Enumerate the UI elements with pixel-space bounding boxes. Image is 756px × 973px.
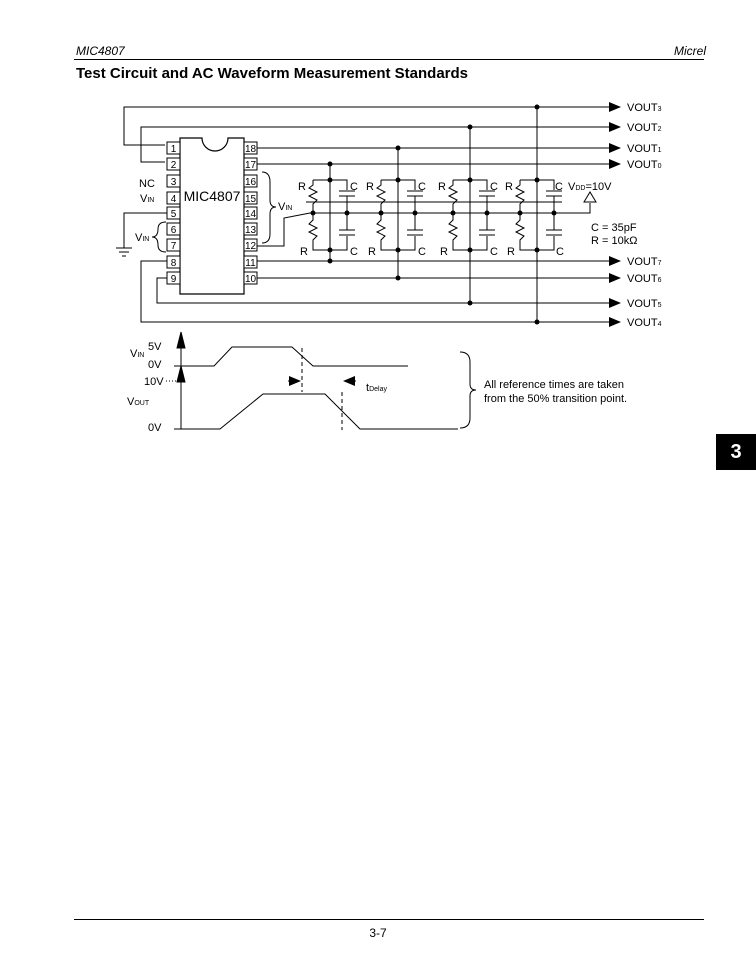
pin-15: 15 bbox=[245, 194, 257, 205]
r-label-bottom-1: R bbox=[300, 246, 308, 258]
level-0v-in: 0V bbox=[148, 359, 162, 371]
page-number: 3-7 bbox=[369, 926, 387, 940]
vout0-label: VOUT0 bbox=[627, 159, 662, 171]
level-10v: 10V bbox=[144, 376, 164, 388]
pin-16: 16 bbox=[245, 177, 257, 188]
pin-13: 13 bbox=[245, 225, 257, 236]
c-label-bottom-3: C bbox=[490, 246, 498, 258]
r-label-bottom-4: R bbox=[507, 246, 515, 258]
header-rule bbox=[74, 59, 704, 60]
vout2-label: VOUT2 bbox=[627, 122, 662, 134]
pin-11: 11 bbox=[245, 258, 256, 269]
pin-3: 3 bbox=[171, 177, 177, 188]
output-labels: VOUT3 VOUT2 VOUT1 VOUT0 VOUT7 VOUT6 VOUT… bbox=[627, 102, 662, 329]
c-label-top-3: C bbox=[490, 181, 498, 193]
header-part-number: MIC4807 bbox=[76, 44, 125, 58]
vin-pin4-label: VIN bbox=[140, 193, 154, 205]
pins-right: 18 17 16 15 14 13 12 11 10 bbox=[243, 141, 258, 285]
r-label-bottom-2: R bbox=[368, 246, 376, 258]
tdelay-label: tDelay bbox=[366, 382, 387, 394]
section-title: Test Circuit and AC Waveform Measurement… bbox=[76, 65, 469, 82]
r-value: R = 10kΩ bbox=[591, 235, 637, 247]
chip: MIC4807 bbox=[179, 137, 245, 295]
r-label-top-2: R bbox=[366, 181, 374, 193]
level-0v-out: 0V bbox=[148, 422, 162, 434]
vdd-label: VDD=10V bbox=[568, 181, 612, 193]
vin-pin67-label: VIN bbox=[135, 232, 149, 244]
pin-8: 8 bbox=[171, 258, 177, 269]
c-value: C = 35pF bbox=[591, 222, 637, 234]
pin-12: 12 bbox=[245, 241, 257, 252]
pin-1: 1 bbox=[171, 144, 177, 155]
pin-5: 5 bbox=[171, 209, 177, 220]
wave-vin-label: VIN bbox=[130, 348, 144, 360]
c-label-top-1: C bbox=[350, 181, 358, 193]
pin-7: 7 bbox=[171, 241, 177, 252]
pin-6: 6 bbox=[171, 225, 177, 236]
vout7-label: VOUT7 bbox=[627, 256, 662, 268]
r-label-top-1: R bbox=[298, 181, 306, 193]
junction-dots bbox=[310, 104, 557, 325]
pin-2: 2 bbox=[171, 160, 177, 171]
nc-label: NC bbox=[139, 178, 155, 190]
vout1-label: VOUT1 bbox=[627, 143, 662, 155]
level-5v: 5V bbox=[148, 341, 162, 353]
c-label-top-2: C bbox=[418, 181, 426, 193]
vout5-label: VOUT5 bbox=[627, 298, 662, 310]
section-tab: 3 bbox=[716, 434, 756, 470]
footer-rule bbox=[74, 919, 704, 920]
pin-9: 9 bbox=[171, 274, 177, 285]
pin-14: 14 bbox=[245, 209, 257, 220]
vout4-label: VOUT4 bbox=[627, 317, 662, 329]
r-label-top-4: R bbox=[505, 181, 513, 193]
waveform-diagram: VIN 5V 0V 10V VOUT 0V tDelay All referen… bbox=[127, 331, 627, 434]
header-company: Micrel bbox=[674, 44, 706, 58]
vin-right-label: VIN bbox=[278, 201, 292, 213]
pin-10: 10 bbox=[245, 274, 257, 285]
chip-name: MIC4807 bbox=[184, 188, 241, 204]
pin-17: 17 bbox=[245, 160, 257, 171]
note-line-2: from the 50% transition point. bbox=[484, 393, 627, 405]
pin-18: 18 bbox=[245, 144, 257, 155]
c-label-bottom-2: C bbox=[418, 246, 426, 258]
r-label-bottom-3: R bbox=[440, 246, 448, 258]
pin-4: 4 bbox=[171, 194, 177, 205]
r-label-top-3: R bbox=[438, 181, 446, 193]
vout3-label: VOUT3 bbox=[627, 102, 662, 114]
c-label-bottom-4: C bbox=[556, 246, 564, 258]
circuit-labels: NC VIN VIN VIN VDD=10V C = 35pF R = 10kΩ… bbox=[135, 178, 637, 258]
wave-vout-label: VOUT bbox=[127, 396, 150, 408]
note-line-1: All reference times are taken bbox=[484, 379, 624, 391]
load-network bbox=[307, 179, 562, 251]
pins-left: 1 2 3 4 5 6 7 8 9 bbox=[166, 141, 181, 285]
c-label-bottom-1: C bbox=[350, 246, 358, 258]
vout6-label: VOUT6 bbox=[627, 273, 662, 285]
c-label-top-4: C bbox=[555, 181, 563, 193]
